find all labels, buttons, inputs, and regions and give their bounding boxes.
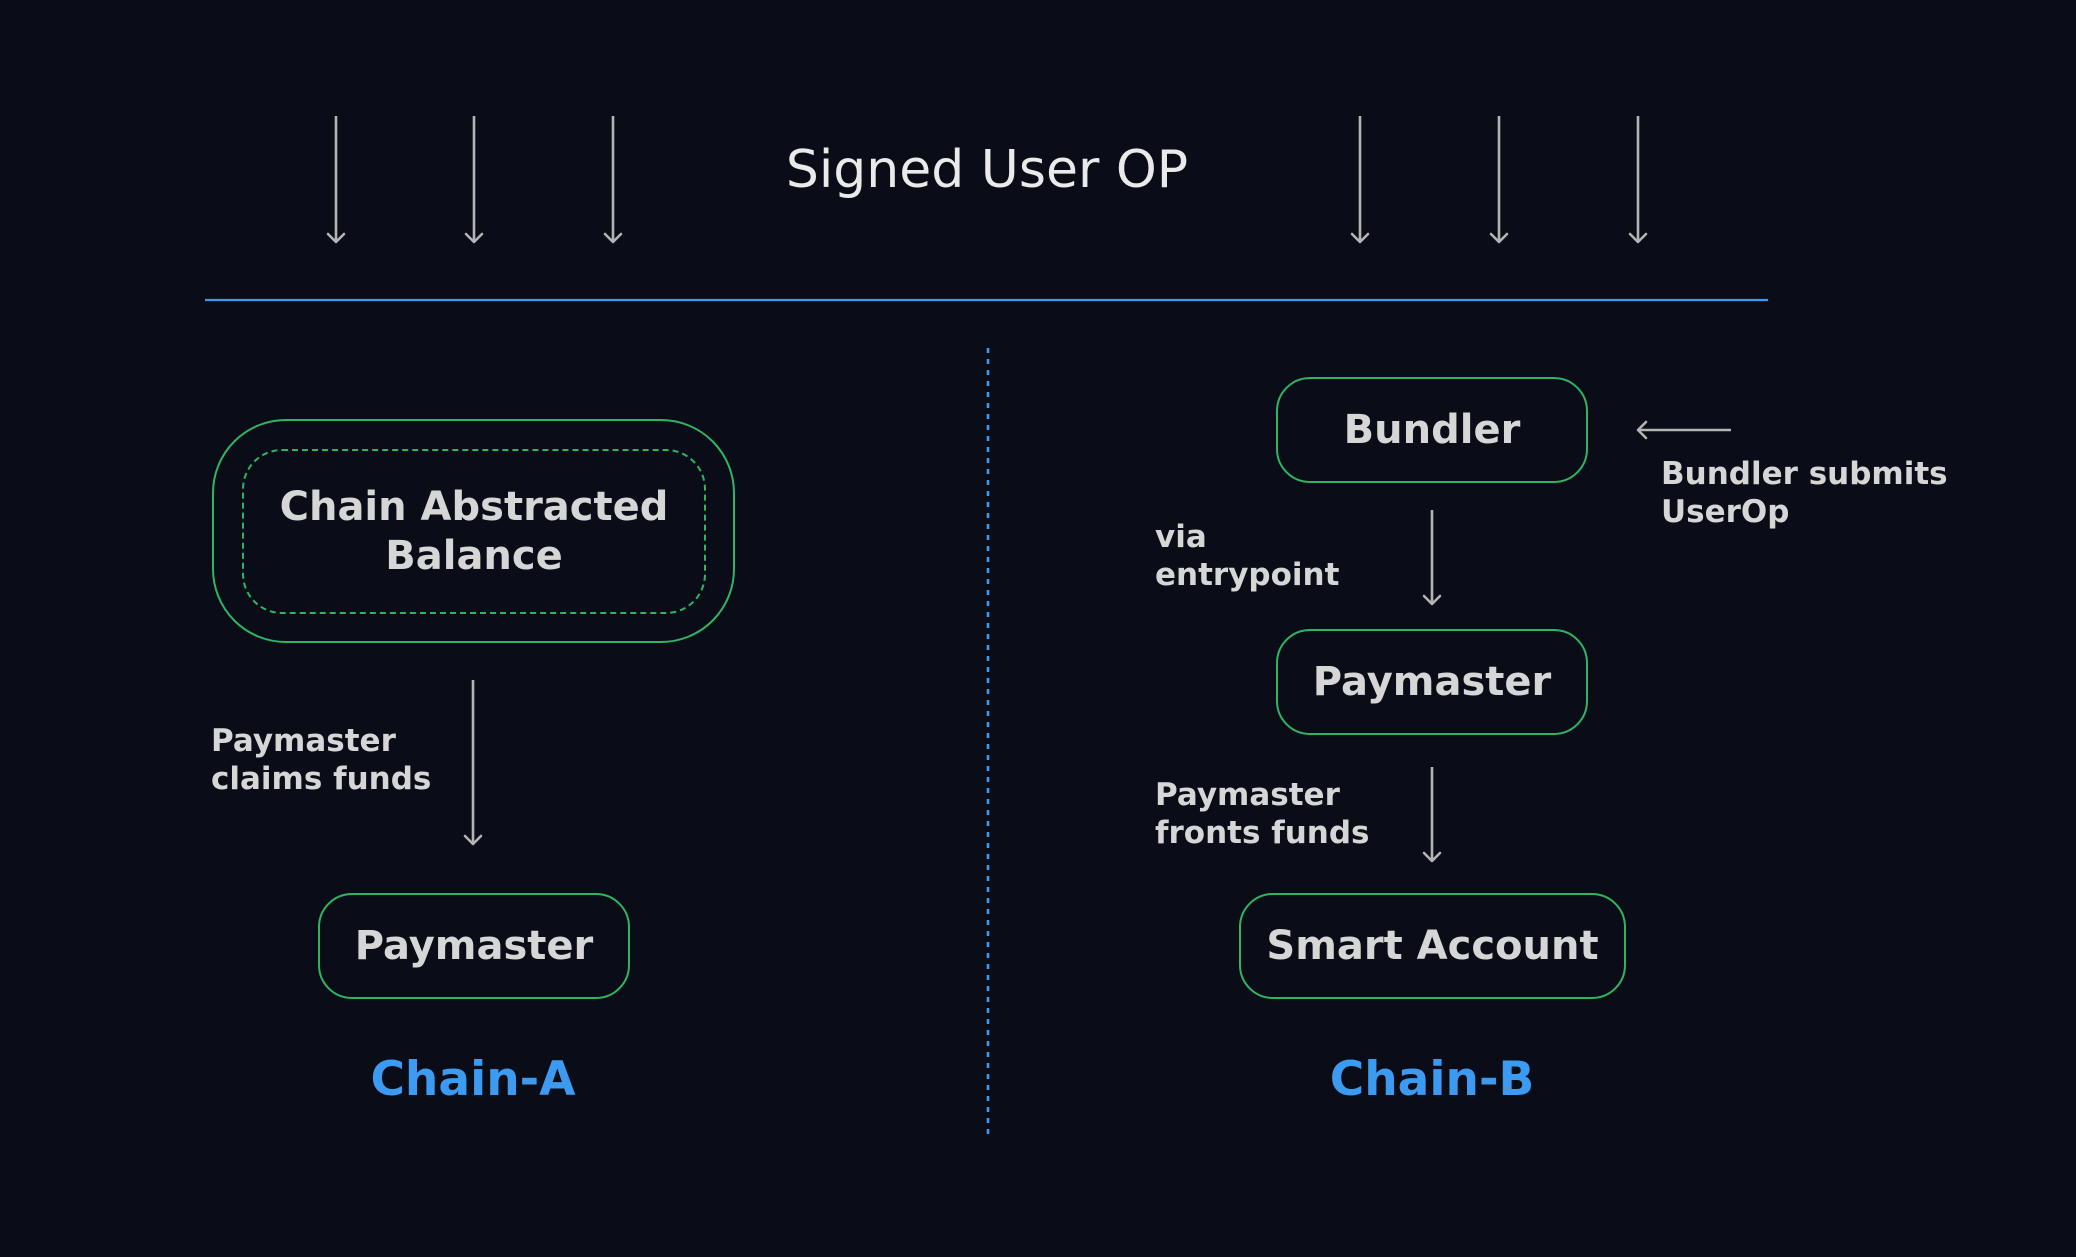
bundler-note-line1: Bundler submits — [1661, 456, 1948, 492]
claim-note-line2: claims funds — [211, 761, 432, 797]
bundler-submits-note: Bundler submits UserOp — [1661, 455, 1948, 531]
bundler-label: Bundler — [1343, 407, 1521, 453]
bundler-node: Bundler — [1276, 377, 1588, 483]
fronts-note-line1: Paymaster — [1155, 777, 1340, 813]
chain-a-label: Chain-A — [370, 1052, 576, 1107]
balance-label-line1: Chain Abstracted — [279, 483, 669, 530]
claim-note-line1: Paymaster — [211, 723, 396, 759]
claim-funds-note: Paymaster claims funds — [211, 722, 431, 798]
entrypoint-note: via entrypoint — [1155, 518, 1339, 594]
balance-label-line2: Balance — [385, 532, 563, 579]
chain-a-paymaster-label: Paymaster — [354, 923, 594, 969]
entrypoint-note-line2: entrypoint — [1155, 557, 1340, 593]
chain-abstracted-balance-node — [212, 419, 735, 643]
diagram-title: Signed User OP — [785, 140, 1189, 200]
entrypoint-note-line1: via — [1155, 519, 1207, 555]
smart-account-label: Smart Account — [1266, 923, 1599, 969]
fronts-note-line2: fronts funds — [1155, 815, 1370, 851]
fronts-funds-note: Paymaster fronts funds — [1155, 776, 1369, 852]
bundler-note-line2: UserOp — [1661, 494, 1790, 530]
chain-b-label: Chain-B — [1329, 1052, 1535, 1107]
smart-account-node: Smart Account — [1239, 893, 1626, 999]
chain-abstracted-balance-inner: Chain Abstracted Balance — [242, 449, 706, 614]
chain-b-paymaster-node: Paymaster — [1276, 629, 1588, 735]
chain-b-paymaster-label: Paymaster — [1312, 659, 1552, 705]
chain-a-paymaster-node: Paymaster — [318, 893, 630, 999]
